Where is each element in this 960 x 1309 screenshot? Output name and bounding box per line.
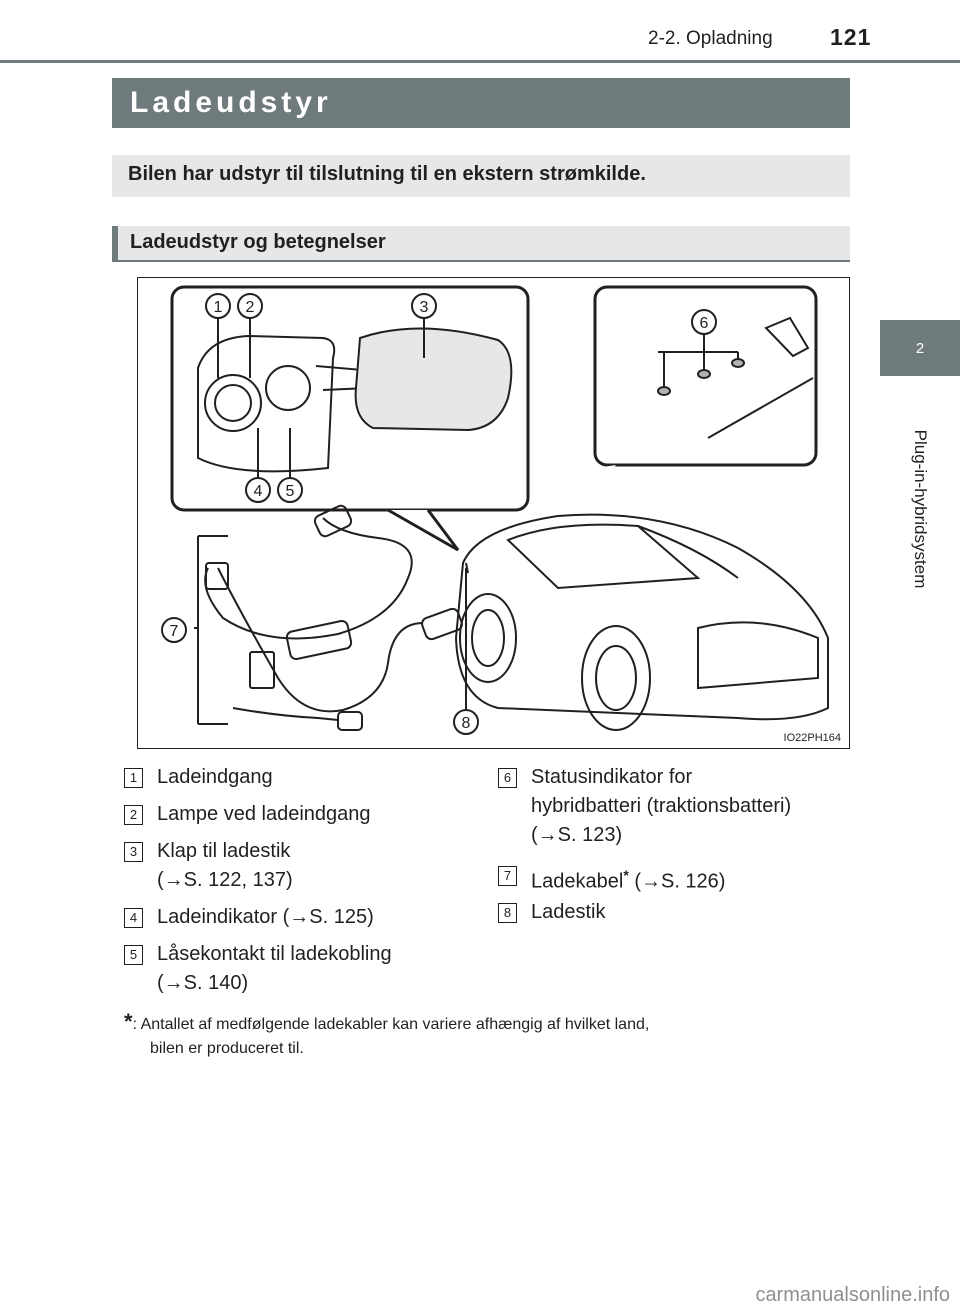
callout-7: 7	[161, 617, 187, 643]
legend-text: Klap til ladestik	[157, 840, 291, 862]
intro-box: Bilen har udstyr til tilslutning til en …	[112, 155, 850, 197]
footnote-line-2: bilen er produceret til.	[150, 1040, 304, 1057]
title-bar: Ladeudstyr	[112, 78, 850, 128]
legend-text-ref: (→S. 126)	[628, 870, 726, 893]
callout-4: 4	[245, 477, 271, 503]
callout-7-label: 7	[170, 623, 179, 640]
legend-num: 5	[124, 945, 143, 965]
page-number: 121	[830, 24, 872, 50]
legend-num: 8	[498, 903, 517, 923]
legend-text-2: hybridbatteri (traktionsbatteri)	[531, 795, 792, 817]
legend-left: 1 Ladeindgang 2 Lampe ved ladeindgang 3 …	[124, 763, 484, 1003]
legend-text-ref: (→S. 140)	[157, 972, 249, 994]
legend-text-ref: (→S. 122, 137)	[157, 869, 293, 891]
legend-num: 3	[124, 842, 143, 862]
footnote-star: *	[124, 1009, 133, 1034]
footnote-star: *	[623, 867, 629, 883]
legend-num: 4	[124, 908, 143, 928]
legend-text: Ladekabel* (→S. 126)	[531, 861, 725, 897]
watermark: carmanualsonline.info	[755, 1284, 950, 1306]
page-title: Ladeudstyr	[130, 86, 332, 119]
legend-text: Låsekontakt til ladekobling	[157, 943, 392, 965]
callout-1-label: 1	[214, 299, 223, 316]
callout-3-label: 3	[420, 299, 429, 316]
legend-text: Ladeindgang	[157, 766, 273, 788]
legend-text: Ladeindikator (→S. 125)	[157, 906, 374, 928]
illustration-svg: 1 2 3 4 5 6 7 8	[161, 285, 829, 735]
legend-text-ref: (→S. 123)	[531, 824, 623, 846]
legend-num: 2	[124, 805, 143, 825]
legend-text: Ladestik	[531, 901, 606, 923]
chapter-label: Plug-in-hybridsystem	[911, 429, 930, 589]
callout-5-label: 5	[286, 483, 295, 500]
legend-num: 1	[124, 768, 143, 788]
legend-num: 6	[498, 768, 517, 788]
chapter-tab: 2	[880, 320, 960, 376]
callout-8: 8	[453, 709, 479, 735]
subheading: Ladeudstyr og betegnelser	[130, 231, 386, 253]
legend-text-main: Ladekabel	[531, 870, 624, 893]
subheading-box: Ladeudstyr og betegnelser	[112, 226, 850, 262]
callout-6-label: 6	[700, 315, 709, 332]
callout-2-label: 2	[246, 299, 255, 316]
chapter-label-wrap: Plug-in-hybridsystem	[880, 384, 960, 634]
footnote: *: Antallet af medfølgende ladekabler ka…	[124, 1010, 850, 1061]
intro-text: Bilen har udstyr til tilslutning til en …	[128, 163, 646, 185]
legend-text: Statusindikator for	[531, 766, 693, 788]
callout-6: 6	[691, 309, 717, 335]
chapter-number: 2	[915, 339, 925, 357]
figure-code: IO22PH164	[783, 732, 841, 744]
header-rule	[0, 60, 960, 63]
callout-1: 1	[205, 293, 231, 319]
equipment-illustration: 1 2 3 4 5 6 7 8 IO22PH164	[137, 277, 850, 749]
legend-num: 7	[498, 866, 517, 886]
callout-2: 2	[237, 293, 263, 319]
footnote-line-1: : Antallet af medfølgende ladekabler kan…	[132, 1016, 650, 1033]
callout-8-label: 8	[462, 715, 471, 732]
callout-5: 5	[277, 477, 303, 503]
callout-4-label: 4	[254, 483, 263, 500]
legend-right: 6 Statusindikator for hybridbatteri (tra…	[498, 763, 850, 943]
legend-text: Lampe ved ladeindgang	[157, 803, 371, 825]
section-title: 2-2. Opladning	[648, 28, 773, 49]
subheading-bar	[112, 226, 118, 260]
callout-3: 3	[411, 293, 437, 319]
